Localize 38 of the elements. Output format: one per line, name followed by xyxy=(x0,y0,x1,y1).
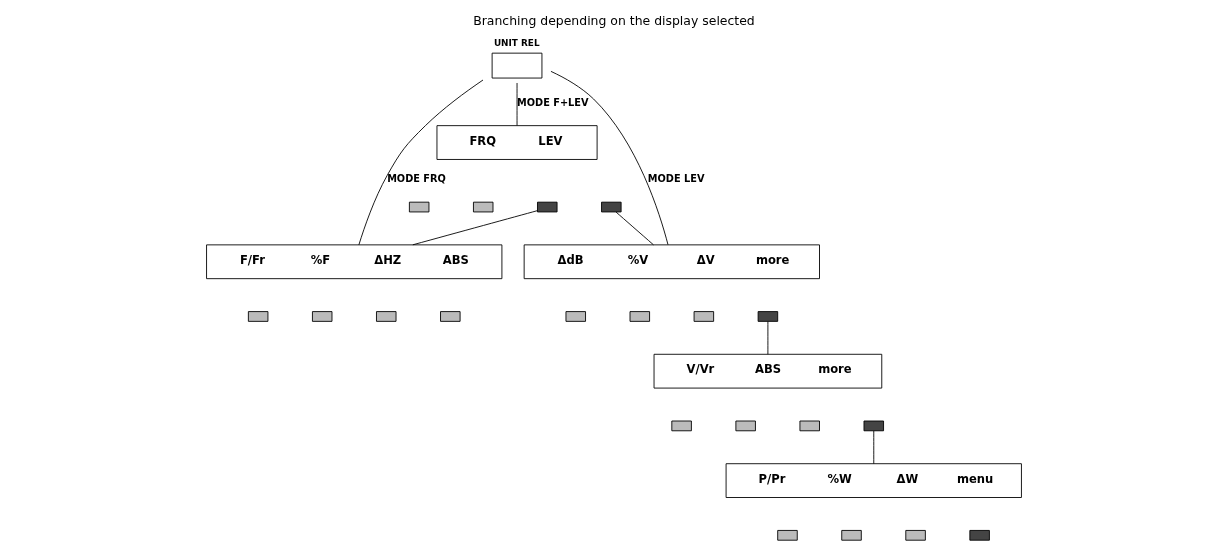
node-box xyxy=(904,530,926,541)
node-box xyxy=(408,201,429,213)
node-box xyxy=(311,311,332,322)
node-box xyxy=(565,311,586,322)
connector xyxy=(550,70,668,246)
node-box xyxy=(491,52,542,79)
edge-label: MODE LEV xyxy=(647,173,704,185)
node-box xyxy=(439,311,461,322)
node-box xyxy=(799,420,820,432)
node-box xyxy=(757,311,778,322)
node-box xyxy=(776,530,798,541)
node-label: UNIT REL xyxy=(493,38,540,49)
node-box xyxy=(734,420,756,432)
node-box xyxy=(600,201,622,213)
node-box xyxy=(670,420,692,432)
diagram-title: Branching depending on the display selected xyxy=(472,13,755,29)
node-box xyxy=(536,201,557,213)
node-box xyxy=(375,311,396,322)
node-box: F/Fr %F ΔHZ ABS xyxy=(205,244,502,280)
node-box xyxy=(247,311,268,322)
node-box: FRQ LEV xyxy=(436,125,598,160)
connector xyxy=(357,79,483,246)
node-box xyxy=(840,530,862,541)
connector xyxy=(766,321,768,355)
node-box: ΔdB %V ΔV more xyxy=(523,244,820,280)
node-box xyxy=(472,201,493,213)
node-box xyxy=(693,311,714,322)
connector xyxy=(872,430,874,465)
edge-label: MODE F+LEV xyxy=(516,96,589,108)
connector xyxy=(615,211,654,246)
node-box xyxy=(968,530,990,541)
node-box: V/Vr ABS more xyxy=(653,353,882,389)
node-box xyxy=(629,311,650,322)
node-box: P/Pr %W ΔW menu xyxy=(725,463,1022,498)
node-box xyxy=(863,420,884,432)
connector xyxy=(516,82,517,126)
connector xyxy=(411,210,538,246)
edge-label: MODE FRQ xyxy=(386,173,446,185)
